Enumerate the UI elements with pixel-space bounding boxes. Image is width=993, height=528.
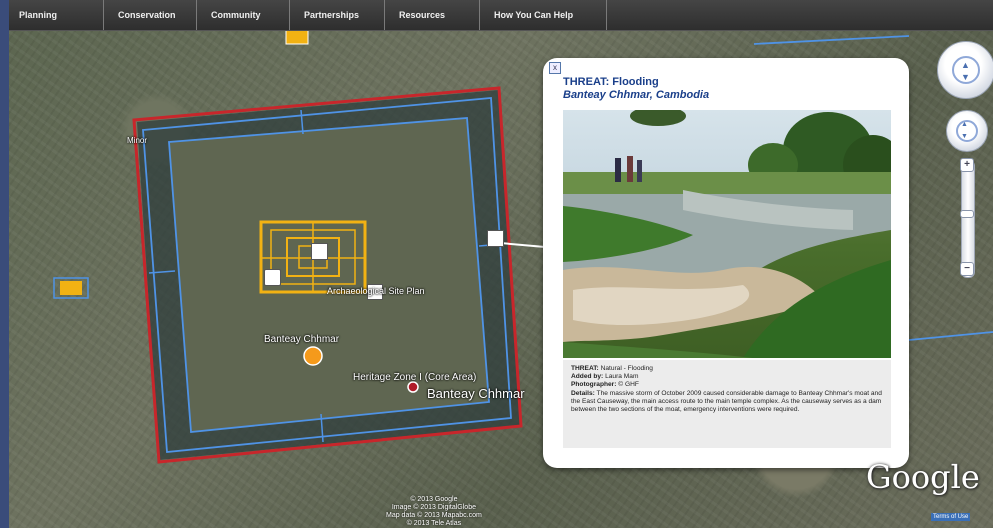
pan-arrows-icon[interactable]: ▲ ▼: [946, 110, 988, 152]
site-plan-icon[interactable]: [367, 284, 383, 300]
map-label-heritage-zone: Heritage Zone I (Core Area): [353, 372, 477, 383]
zoom-handle[interactable]: [960, 210, 974, 218]
heritage-zone-boundary: [132, 86, 523, 464]
nav-partnerships[interactable]: Partnerships: [290, 0, 385, 30]
popup-title: THREAT: Flooding: [563, 76, 659, 88]
window-frame-left: [0, 0, 9, 528]
map-label-minor: Minor: [127, 136, 148, 145]
nav-conservation[interactable]: Conservation: [104, 0, 197, 30]
nav-how-you-can-help[interactable]: How You Can Help: [480, 0, 607, 30]
zoom-slider[interactable]: [961, 160, 975, 278]
google-logo: Google: [866, 458, 980, 496]
map-copyright: © 2013 Google Image © 2013 DigitalGlobe …: [386, 496, 482, 527]
info-balloon: x THREAT: Flooding Banteay Chhmar, Cambo…: [543, 58, 909, 468]
map-label-banteay-chhmar: Banteay Chhmar: [264, 334, 340, 345]
threat-description: THREAT: Natural - Flooding Added by: Lau…: [563, 360, 891, 448]
west-site-outline: [53, 277, 89, 299]
outer-moat-outline: [142, 97, 512, 453]
zoom-in-button[interactable]: +: [960, 158, 974, 172]
flooding-threat-icon[interactable]: [487, 230, 504, 247]
threat-photo-icon[interactable]: [264, 269, 281, 286]
flooding-photo-art: [563, 110, 891, 358]
banteay-chhmar-marker: [303, 346, 323, 366]
north-site-marker: [285, 30, 309, 45]
map-overlay: [53, 30, 993, 464]
nav-planning[interactable]: Planning: [9, 0, 104, 30]
close-icon[interactable]: x: [549, 62, 561, 74]
temple-photo-icon[interactable]: [311, 243, 328, 260]
flooding-photo: [563, 110, 891, 358]
nav-community[interactable]: Community: [197, 0, 290, 30]
zoom-out-button[interactable]: −: [960, 262, 974, 276]
heritage-zone-marker: [407, 381, 419, 393]
nav-resources[interactable]: Resources: [385, 0, 480, 30]
compass-ring-icon[interactable]: ▲ ▼: [937, 41, 993, 99]
terms-of-use-link[interactable]: Terms of Use: [931, 513, 971, 521]
map-label-banteay-chhmar-2: Banteay Chhmar: [427, 386, 525, 401]
inner-moat-outline: [168, 117, 490, 433]
map-label-archaeological: Archaeological Site Plan: [327, 286, 425, 296]
west-site-marker: [60, 281, 82, 295]
popup-subtitle: Banteay Chhmar, Cambodia: [563, 89, 710, 101]
top-navigation: Planning Conservation Community Partners…: [9, 0, 993, 31]
